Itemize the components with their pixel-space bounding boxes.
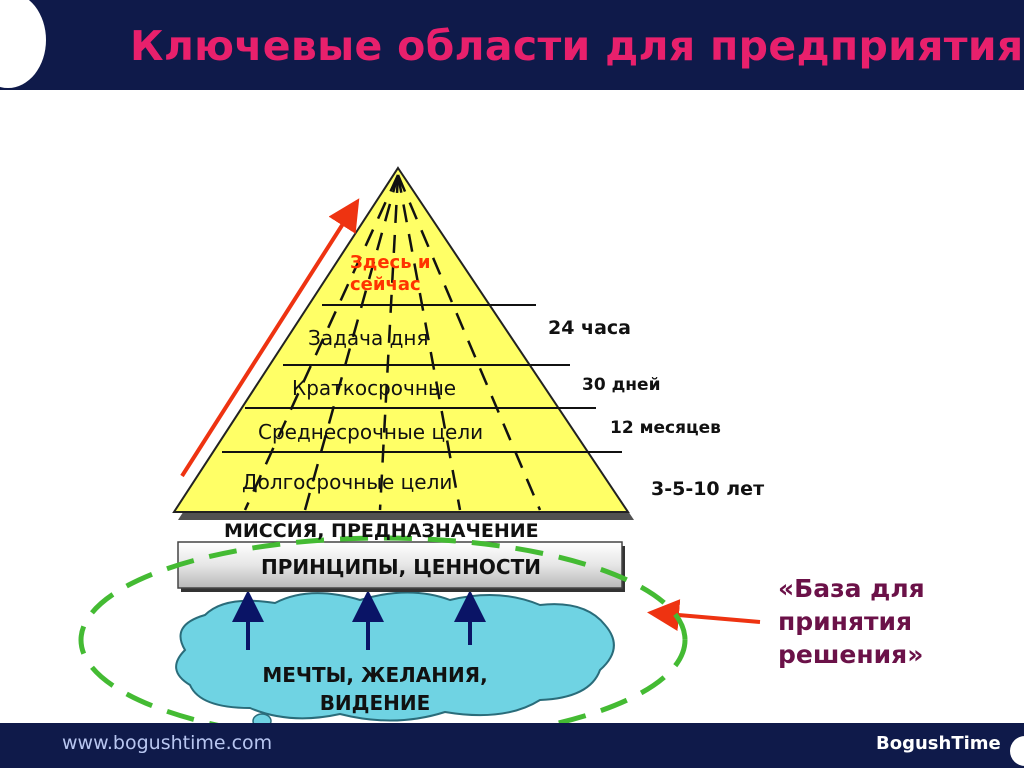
mission-text: МИССИЯ, ПРЕДНАЗНАЧЕНИЕ: [224, 520, 539, 542]
apex-text: Здесь и сейчас: [350, 252, 431, 295]
tier-label-short: Краткосрочные: [292, 376, 457, 400]
principles-bar: [177, 541, 623, 589]
dashed-circle: [78, 535, 688, 745]
principles-text: ПРИНЦИПЫ, ЦЕННОСТИ: [261, 555, 541, 579]
footer-logo-mark: [1010, 736, 1024, 766]
horizon-medium: 12 месяцев: [610, 418, 721, 438]
brand-logo: BogushTime: [876, 733, 1001, 754]
horizon-long: 3-5-10 лет: [651, 478, 765, 500]
callout-arrow: [647, 599, 761, 631]
tier-label-long: Долгосрочные цели: [242, 470, 453, 494]
footer-url: www.bogushtime.com: [62, 732, 273, 754]
red-up-arrow: [180, 198, 360, 478]
header-bar: [0, 0, 1024, 90]
tier-label-medium: Среднесрочные цели: [258, 420, 484, 444]
callout-text: «База для принятия решения»: [778, 574, 925, 669]
slide-title: Ключевые области для предприятия: [130, 22, 1024, 70]
horizon-day: 24 часа: [548, 317, 632, 339]
horizon-short: 30 дней: [582, 375, 661, 395]
tier-label-day: Задача дня: [308, 326, 429, 350]
pyramid-shape: [172, 166, 630, 513]
footer-bar: [0, 723, 1024, 768]
dreams-text: МЕЧТЫ, ЖЕЛАНИЯ, ВИДЕНИЕ: [262, 663, 488, 715]
cloud-shape: [175, 591, 615, 752]
